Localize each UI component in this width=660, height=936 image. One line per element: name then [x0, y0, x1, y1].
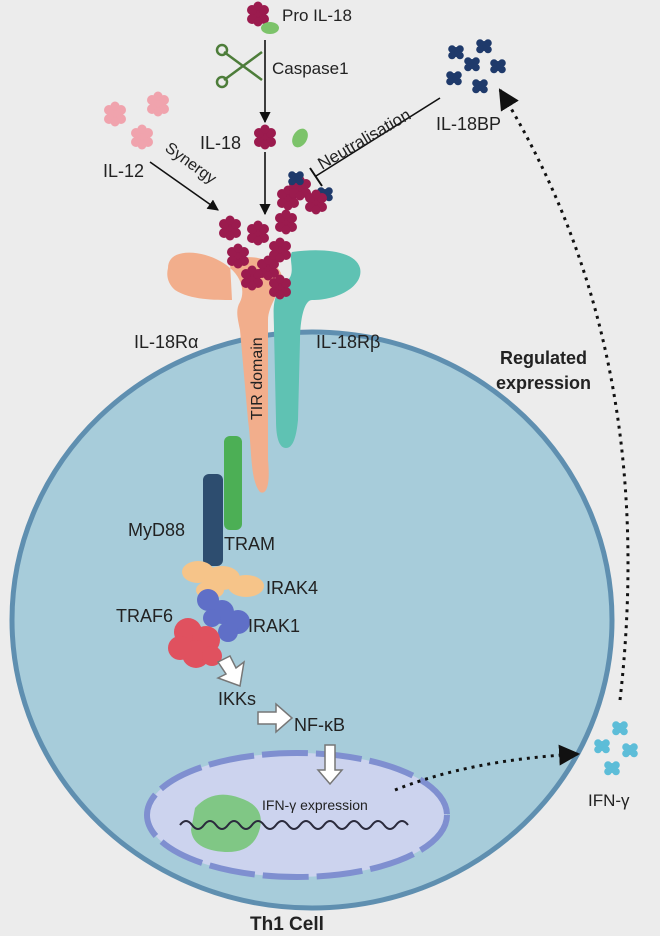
nucleus	[144, 750, 450, 880]
arrow-traf6-to-ikks	[216, 654, 246, 688]
label-traf6: TRAF6	[116, 606, 173, 626]
il18-il18bp-complex	[288, 171, 333, 215]
label-tram: TRAM	[224, 534, 275, 554]
label-caspase1: Caspase1	[272, 59, 349, 78]
label-ikks: IKKs	[218, 689, 256, 709]
label-th1-cell: Th1 Cell	[250, 914, 324, 935]
il18-molecule	[254, 124, 276, 150]
label-myd88: MyD88	[128, 520, 185, 540]
label-nfkb: NF-κB	[294, 715, 345, 735]
ifng-molecules	[594, 721, 638, 776]
th1-cell-membrane	[9, 329, 615, 911]
traf6-complex	[168, 618, 222, 668]
label-regulated: Regulated	[500, 348, 587, 368]
arrow-nucleus-to-ifng	[394, 744, 581, 792]
label-irak1: IRAK1	[248, 616, 300, 636]
il12-molecules	[104, 91, 169, 150]
arrow-ikks-to-nfkb	[257, 702, 294, 734]
inhibition-bar	[309, 167, 323, 187]
label-il18r-beta: IL-18Rβ	[316, 332, 380, 352]
il18bp-molecules	[446, 39, 506, 94]
label-il18r-alpha: IL-18Rα	[134, 332, 198, 352]
label-il18bp: IL-18BP	[436, 114, 501, 134]
arrow-synergy	[149, 161, 219, 211]
label-il12: IL-12	[103, 161, 144, 181]
tram-bar	[224, 436, 242, 530]
il18r-alpha-receptor	[167, 252, 282, 493]
cleaved-fragment	[292, 128, 308, 148]
label-ifng-expression: IFN-γ expression	[262, 797, 368, 813]
il18r-beta-receptor	[273, 250, 361, 448]
label-il18: IL-18	[200, 133, 241, 153]
label-irak4: IRAK4	[266, 578, 318, 598]
label-pro-il18: Pro IL-18	[282, 6, 352, 25]
label-tir-domain: TIR domain	[249, 337, 266, 420]
label-ifng: IFN-γ	[588, 791, 630, 810]
irak1-complex	[197, 589, 250, 642]
dna-strand	[179, 820, 409, 830]
pro-il18-molecule	[247, 1, 279, 34]
label-neutralisation: Neutralisation	[315, 105, 415, 173]
arrow-nfkb-to-nucleus	[316, 744, 344, 786]
scissors-icon	[215, 43, 263, 89]
label-expression: expression	[496, 373, 591, 393]
arrow-ifng-to-il18bp	[498, 88, 630, 701]
neutralisation-line	[315, 97, 441, 177]
myd88-bar	[203, 474, 223, 566]
